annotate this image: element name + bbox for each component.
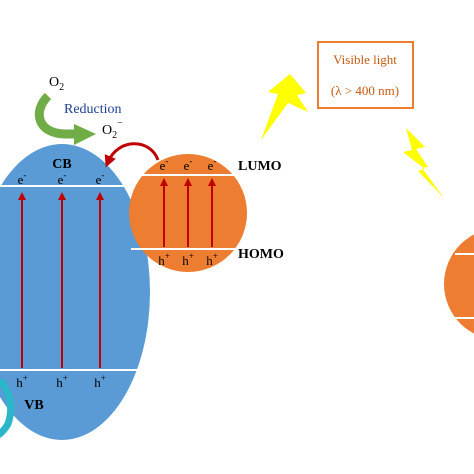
electron-superscript: - (213, 156, 216, 166)
electron: e- (184, 156, 193, 173)
homo-label: HOMO (238, 247, 284, 262)
electron: e- (18, 170, 27, 187)
electron-base: e (184, 158, 190, 173)
reduction-reactant: O2 (49, 75, 64, 93)
lumo-electrons: e- e- e- (160, 156, 217, 173)
hole-base: h (56, 375, 63, 390)
hole-superscript: + (189, 251, 194, 261)
dye-excitation-arrows (160, 178, 216, 247)
hole-base: h (206, 253, 213, 268)
product-superscript: − (117, 118, 123, 129)
reduction-arrow-icon (34, 92, 96, 145)
electron-transfer-arrow (104, 142, 160, 168)
electron-base: e (58, 172, 64, 187)
reduction-label: Reduction (64, 102, 122, 117)
electron-superscript: - (189, 156, 192, 166)
electron-base: e (18, 172, 24, 187)
homo-holes: h+ h+ h+ (158, 251, 218, 268)
hole: h+ (56, 373, 68, 390)
electron: e- (58, 170, 67, 187)
electron: e- (160, 156, 169, 173)
semiconductor-particle (0, 144, 150, 440)
product-base: O (102, 123, 112, 138)
hole-base: h (16, 375, 23, 390)
light-label-line2: (λ > 400 nm) (331, 83, 399, 98)
hole-base: h (158, 253, 165, 268)
hole-superscript: + (101, 373, 106, 383)
hole-superscript: + (23, 373, 28, 383)
light-source-box (317, 41, 414, 109)
electron: e- (208, 156, 217, 173)
hole: h+ (158, 251, 170, 268)
second-dye-particle (444, 234, 474, 334)
light-label-line1: Visible light (333, 52, 397, 67)
hole: h+ (206, 251, 218, 268)
electron-base: e (208, 158, 214, 173)
product-subscript: 2 (112, 130, 117, 141)
electron-superscript: - (101, 170, 104, 180)
electron-superscript: - (23, 170, 26, 180)
electron-superscript: - (165, 156, 168, 166)
hole: h+ (94, 373, 106, 390)
hole-superscript: + (165, 251, 170, 261)
cb-label: CB (52, 157, 71, 172)
lightning-bolt-icon (403, 128, 444, 198)
electron: e- (96, 170, 105, 187)
hole: h+ (16, 373, 28, 390)
electron-superscript: - (63, 170, 66, 180)
reactant-subscript: 2 (59, 82, 64, 93)
lumo-label: LUMO (238, 159, 282, 174)
hole-base: h (182, 253, 189, 268)
cb-electrons: e- e- e- (18, 170, 105, 187)
hole-base: h (94, 375, 101, 390)
electron-base: e (96, 172, 102, 187)
semiconductor-excitation-arrows (18, 192, 104, 368)
hole-superscript: + (213, 251, 218, 261)
vb-holes: h+ h+ h+ (16, 373, 106, 390)
oxidation-arrow (0, 377, 15, 438)
reactant-base: O (49, 75, 59, 90)
lightning-bolt-icon (261, 74, 308, 140)
electron-base: e (160, 158, 166, 173)
vb-label: VB (24, 398, 43, 413)
reduction-product: O2− (102, 118, 123, 141)
hole: h+ (182, 251, 194, 268)
hole-superscript: + (63, 373, 68, 383)
